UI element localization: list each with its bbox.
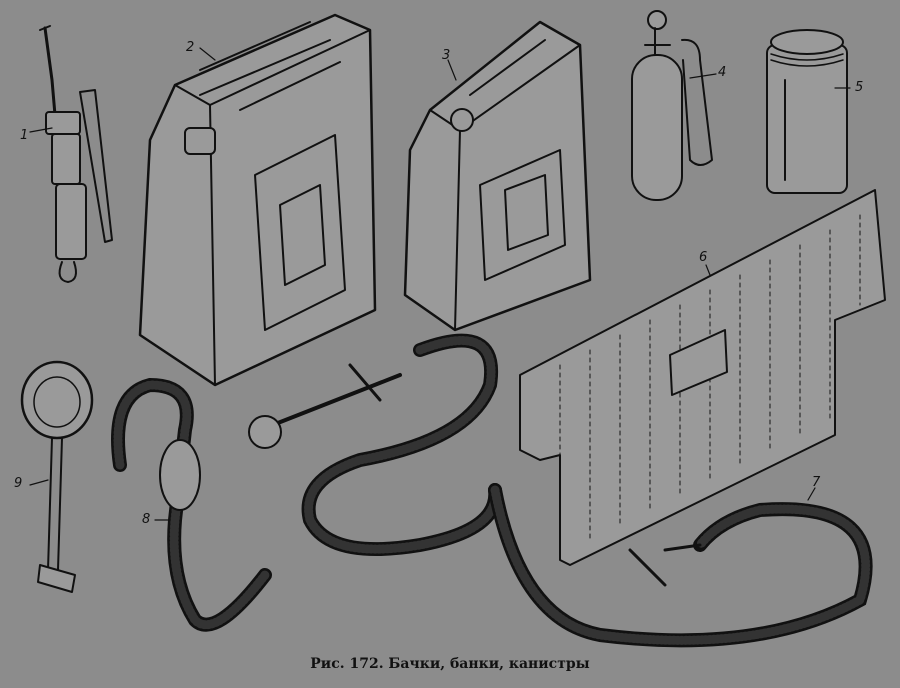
panel-board-item-6 (519, 189, 886, 566)
label-1: 1 (20, 128, 29, 143)
label-6: 6 (699, 250, 708, 265)
jerrycan-small-item-3 (403, 20, 592, 332)
oil-pump-item-1 (39, 25, 113, 283)
leader-lines (29, 47, 851, 521)
hoses (111, 333, 873, 648)
figure-caption: Рис. 172. Бачки, банки, канистры (310, 656, 590, 672)
label-3: 3 (442, 48, 451, 63)
label-2: 2 (186, 40, 195, 55)
label-9: 9 (14, 476, 23, 491)
label-8: 8 (142, 512, 151, 527)
label-7: 7 (812, 475, 821, 490)
canister-item-5 (766, 29, 848, 194)
label-5: 5 (855, 80, 864, 95)
dial-gauge-item-9 (20, 360, 94, 593)
gas-cylinder-item-4 (631, 10, 713, 201)
jerrycan-large-item-2 (138, 13, 377, 387)
label-4: 4 (718, 65, 727, 80)
